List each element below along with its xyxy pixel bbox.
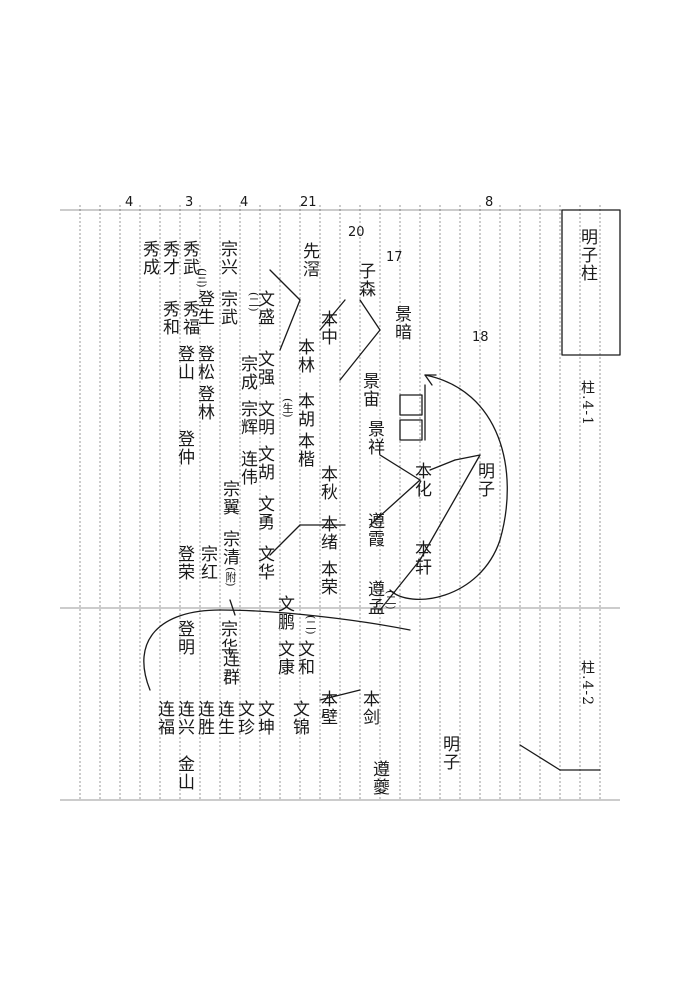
annotation-note: (二) bbox=[247, 292, 260, 312]
gen5-name: 宗武 bbox=[217, 290, 237, 326]
page-ref-2: 柱.4-2 bbox=[579, 660, 595, 706]
gen1-name: 本轩 bbox=[411, 540, 431, 576]
gen7-name: 秀福 bbox=[179, 300, 199, 336]
ruled-grid bbox=[60, 205, 620, 801]
bracket-boxes bbox=[399, 384, 426, 441]
margin-number: 18 bbox=[472, 330, 489, 345]
gen7-name: 秀武 bbox=[179, 240, 199, 276]
gen2-name: 遵夔 bbox=[369, 760, 389, 796]
gen2-name: 景暗 bbox=[391, 305, 411, 341]
gen5-name: 宗成 bbox=[237, 355, 257, 391]
margin-number: 4 bbox=[240, 195, 249, 210]
gen2-name: 明子 bbox=[439, 735, 459, 771]
gen3-name: 本林 bbox=[294, 338, 314, 374]
volume-title: 明子柱 bbox=[577, 228, 597, 282]
gen6-name: 登松 bbox=[194, 345, 214, 381]
title-box bbox=[561, 209, 621, 356]
gen6-name: 登生 bbox=[194, 290, 214, 326]
margin-number: 21 bbox=[300, 195, 317, 210]
gen5-name: 宗翼 bbox=[219, 480, 239, 516]
margin-number: 20 bbox=[348, 225, 365, 240]
gen3-name: 本中 bbox=[317, 310, 337, 346]
gen3-name: 本剑 bbox=[359, 690, 379, 726]
margin-number: 4 bbox=[125, 195, 134, 210]
gen4-name: 文和 bbox=[294, 640, 314, 676]
gen7-name: 秀和 bbox=[159, 300, 179, 336]
gen4-name: 文锦 bbox=[289, 700, 309, 736]
page-ref-1: 柱.4-1 bbox=[579, 380, 595, 426]
root-name: 明子 bbox=[474, 462, 494, 498]
gen4-name: 文珍 bbox=[234, 700, 254, 736]
connector-lines bbox=[269, 269, 601, 771]
gen7-name: 秀成 bbox=[139, 240, 159, 276]
annotation-note: (二) bbox=[384, 590, 397, 610]
gen6-name: 连生 bbox=[214, 700, 234, 736]
gen3-name: 子森 bbox=[355, 262, 375, 298]
gen4-name: 先滘 bbox=[299, 242, 319, 278]
gen6-name: 登明 bbox=[174, 620, 194, 656]
gen3-name: 本楷 bbox=[294, 432, 314, 468]
gen6-name: 连伟 bbox=[237, 450, 257, 486]
gen3-name: 本绪 bbox=[317, 515, 337, 551]
gen6-name: 连福 bbox=[154, 700, 174, 736]
gen4-name: 文盛 bbox=[254, 290, 274, 326]
annotation-note: (附) bbox=[224, 567, 237, 587]
gen4-name: 文勇 bbox=[254, 495, 274, 531]
gen3-name: 本秋 bbox=[317, 465, 337, 501]
gen6-name: 登山 bbox=[174, 345, 194, 381]
annotation-note: (生) bbox=[281, 398, 294, 418]
annotation-note: (二) bbox=[304, 615, 317, 635]
gen3-name: 本荣 bbox=[317, 560, 337, 596]
arrow-curves bbox=[143, 374, 508, 691]
gen2-name: 遵孟 bbox=[364, 580, 384, 616]
gen2-name: 景祥 bbox=[364, 420, 384, 456]
gen3-name: 本胡 bbox=[294, 392, 314, 428]
gen1-name: 本化 bbox=[411, 462, 431, 498]
gen2-name: 景宙 bbox=[359, 372, 379, 408]
gen4-name: 文强 bbox=[254, 350, 274, 386]
gen6-name: 登荣 bbox=[174, 545, 194, 581]
margin-number: 3 bbox=[185, 195, 194, 210]
margin-number: 8 bbox=[485, 195, 494, 210]
gen5-name: 宗华 bbox=[217, 620, 237, 656]
gen6-name: 金山 bbox=[174, 755, 194, 791]
margin-number: 17 bbox=[386, 250, 403, 265]
gen6-name: 登仲 bbox=[174, 430, 194, 466]
gen6-name: 连胜 bbox=[194, 700, 214, 736]
gen6-name: 登林 bbox=[194, 385, 214, 421]
gen7-name: 秀才 bbox=[159, 240, 179, 276]
gen2-name: 遵霞 bbox=[364, 512, 384, 548]
gen4-name: 文胡 bbox=[254, 445, 274, 481]
gen5-name: 宗兴 bbox=[217, 240, 237, 276]
gen6-name: 连兴 bbox=[174, 700, 194, 736]
gen4-name: 文康 bbox=[274, 640, 294, 676]
gen6-name: 连群 bbox=[219, 650, 239, 686]
gen4-name: 文明 bbox=[254, 400, 274, 436]
gen4-name: 文鹏 bbox=[274, 595, 294, 631]
gen4-name: 文坤 bbox=[254, 700, 274, 736]
gen5-name: 宗辉 bbox=[237, 400, 257, 436]
gen5-name: 宗红 bbox=[197, 545, 217, 581]
annotation-note: (三) bbox=[195, 268, 208, 288]
gen4-name: 文华 bbox=[254, 545, 274, 581]
gen3-name: 本壁 bbox=[317, 690, 337, 726]
gen5-name: 宗清 bbox=[219, 530, 239, 566]
